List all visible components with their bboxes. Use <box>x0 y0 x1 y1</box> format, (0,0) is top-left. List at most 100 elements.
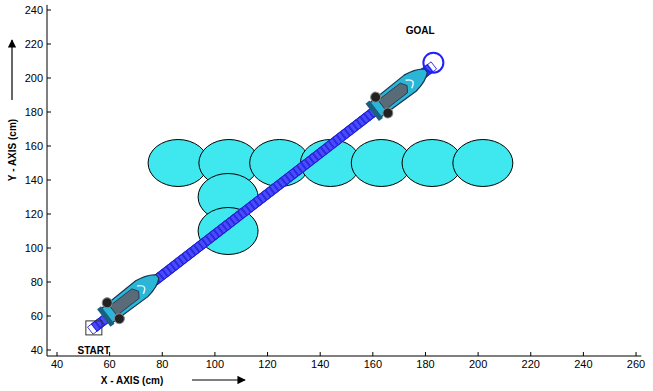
path-square <box>305 154 318 167</box>
axes <box>12 5 641 380</box>
y-tick-label: 200 <box>25 72 43 85</box>
path-square <box>163 264 176 277</box>
tick-mark <box>425 352 426 356</box>
path-square <box>242 202 255 215</box>
path-square <box>337 129 350 142</box>
robot-car <box>95 265 167 330</box>
x-tick-label: 140 <box>311 358 329 371</box>
x-tick-label: 60 <box>104 358 116 371</box>
tick-mark <box>47 180 51 181</box>
path-square <box>281 172 294 185</box>
tick-mark <box>47 350 51 351</box>
tick-mark <box>47 10 51 11</box>
path-square <box>88 322 101 335</box>
x-tick-label: 160 <box>364 358 382 371</box>
robot-cars <box>95 59 436 330</box>
tick-mark <box>583 352 584 356</box>
tick-mark <box>636 352 637 356</box>
tick-mark <box>57 352 58 356</box>
path-square <box>309 150 322 163</box>
goal-label: GOAL <box>406 24 435 37</box>
path-square <box>341 126 354 139</box>
path-square <box>293 163 306 176</box>
tick-mark <box>530 352 531 356</box>
robot-path <box>86 53 444 335</box>
y-tick-label: 100 <box>25 242 43 255</box>
tick-mark <box>267 352 268 356</box>
start-box <box>86 321 102 335</box>
path-square <box>210 227 223 240</box>
path-square <box>159 267 172 280</box>
path-square <box>317 144 330 157</box>
y-tick-label: 240 <box>25 4 43 17</box>
y-tick-label: 60 <box>31 310 43 323</box>
path-square <box>234 209 247 222</box>
path-square <box>246 199 259 212</box>
x-tick-label: 40 <box>51 358 63 371</box>
path-square <box>202 233 215 246</box>
path-square <box>321 141 334 154</box>
path-square <box>333 132 346 145</box>
y-tick-label: 180 <box>25 106 43 119</box>
path-square <box>270 181 283 194</box>
path-square <box>357 114 370 127</box>
path-square <box>226 215 239 228</box>
path-square <box>349 120 362 133</box>
path-square <box>345 123 358 136</box>
axis-title: X - AXIS (cm) <box>101 374 163 387</box>
y-tick-label: 140 <box>25 174 43 187</box>
x-tick-label: 180 <box>416 358 434 371</box>
robot-car <box>363 59 435 124</box>
tick-mark <box>47 316 51 317</box>
tick-mark <box>47 78 51 79</box>
path-square <box>214 224 227 237</box>
path-square <box>262 187 275 200</box>
path-square <box>171 257 184 270</box>
tick-mark <box>478 352 479 356</box>
goal-circle <box>423 53 443 73</box>
tick-mark <box>320 352 321 356</box>
obstacle-circle <box>453 140 513 187</box>
path-square <box>274 178 287 191</box>
path-square <box>183 248 196 261</box>
x-tick-label: 80 <box>156 358 168 371</box>
x-tick-label: 220 <box>522 358 540 371</box>
axis-line <box>47 5 641 356</box>
y-tick-label: 220 <box>25 38 43 51</box>
y-tick-label: 40 <box>31 344 43 357</box>
path-square <box>297 160 310 173</box>
path-square <box>186 245 199 258</box>
path-square <box>175 254 188 267</box>
x-tick-label: 120 <box>258 358 276 371</box>
tick-mark <box>47 44 51 45</box>
path-square <box>250 196 263 209</box>
y-tick-label: 80 <box>31 276 43 289</box>
obstacle-group <box>148 140 513 255</box>
path-square <box>179 251 192 264</box>
path-square <box>285 169 298 182</box>
path-square <box>238 205 251 218</box>
tick-mark <box>214 352 215 356</box>
path-square <box>198 236 211 249</box>
path-square <box>301 157 314 170</box>
tick-mark <box>162 352 163 356</box>
start-label: START <box>78 344 111 357</box>
tick-mark <box>47 248 51 249</box>
tick-mark <box>47 112 51 113</box>
path-square <box>230 212 243 225</box>
path-square <box>190 242 203 255</box>
path-square <box>289 166 302 179</box>
x-tick-label: 240 <box>574 358 592 371</box>
x-tick-label: 100 <box>206 358 224 371</box>
axis-arrow <box>192 379 245 380</box>
obstacle-circle <box>198 208 258 255</box>
path-square <box>278 175 291 188</box>
path-square <box>218 221 231 234</box>
path-square <box>361 111 374 124</box>
axis-title: Y - AXIS (cm) <box>6 119 19 181</box>
path-square <box>329 135 342 148</box>
path-square <box>194 239 207 252</box>
x-tick-label: 260 <box>627 358 645 371</box>
tick-mark <box>47 214 51 215</box>
